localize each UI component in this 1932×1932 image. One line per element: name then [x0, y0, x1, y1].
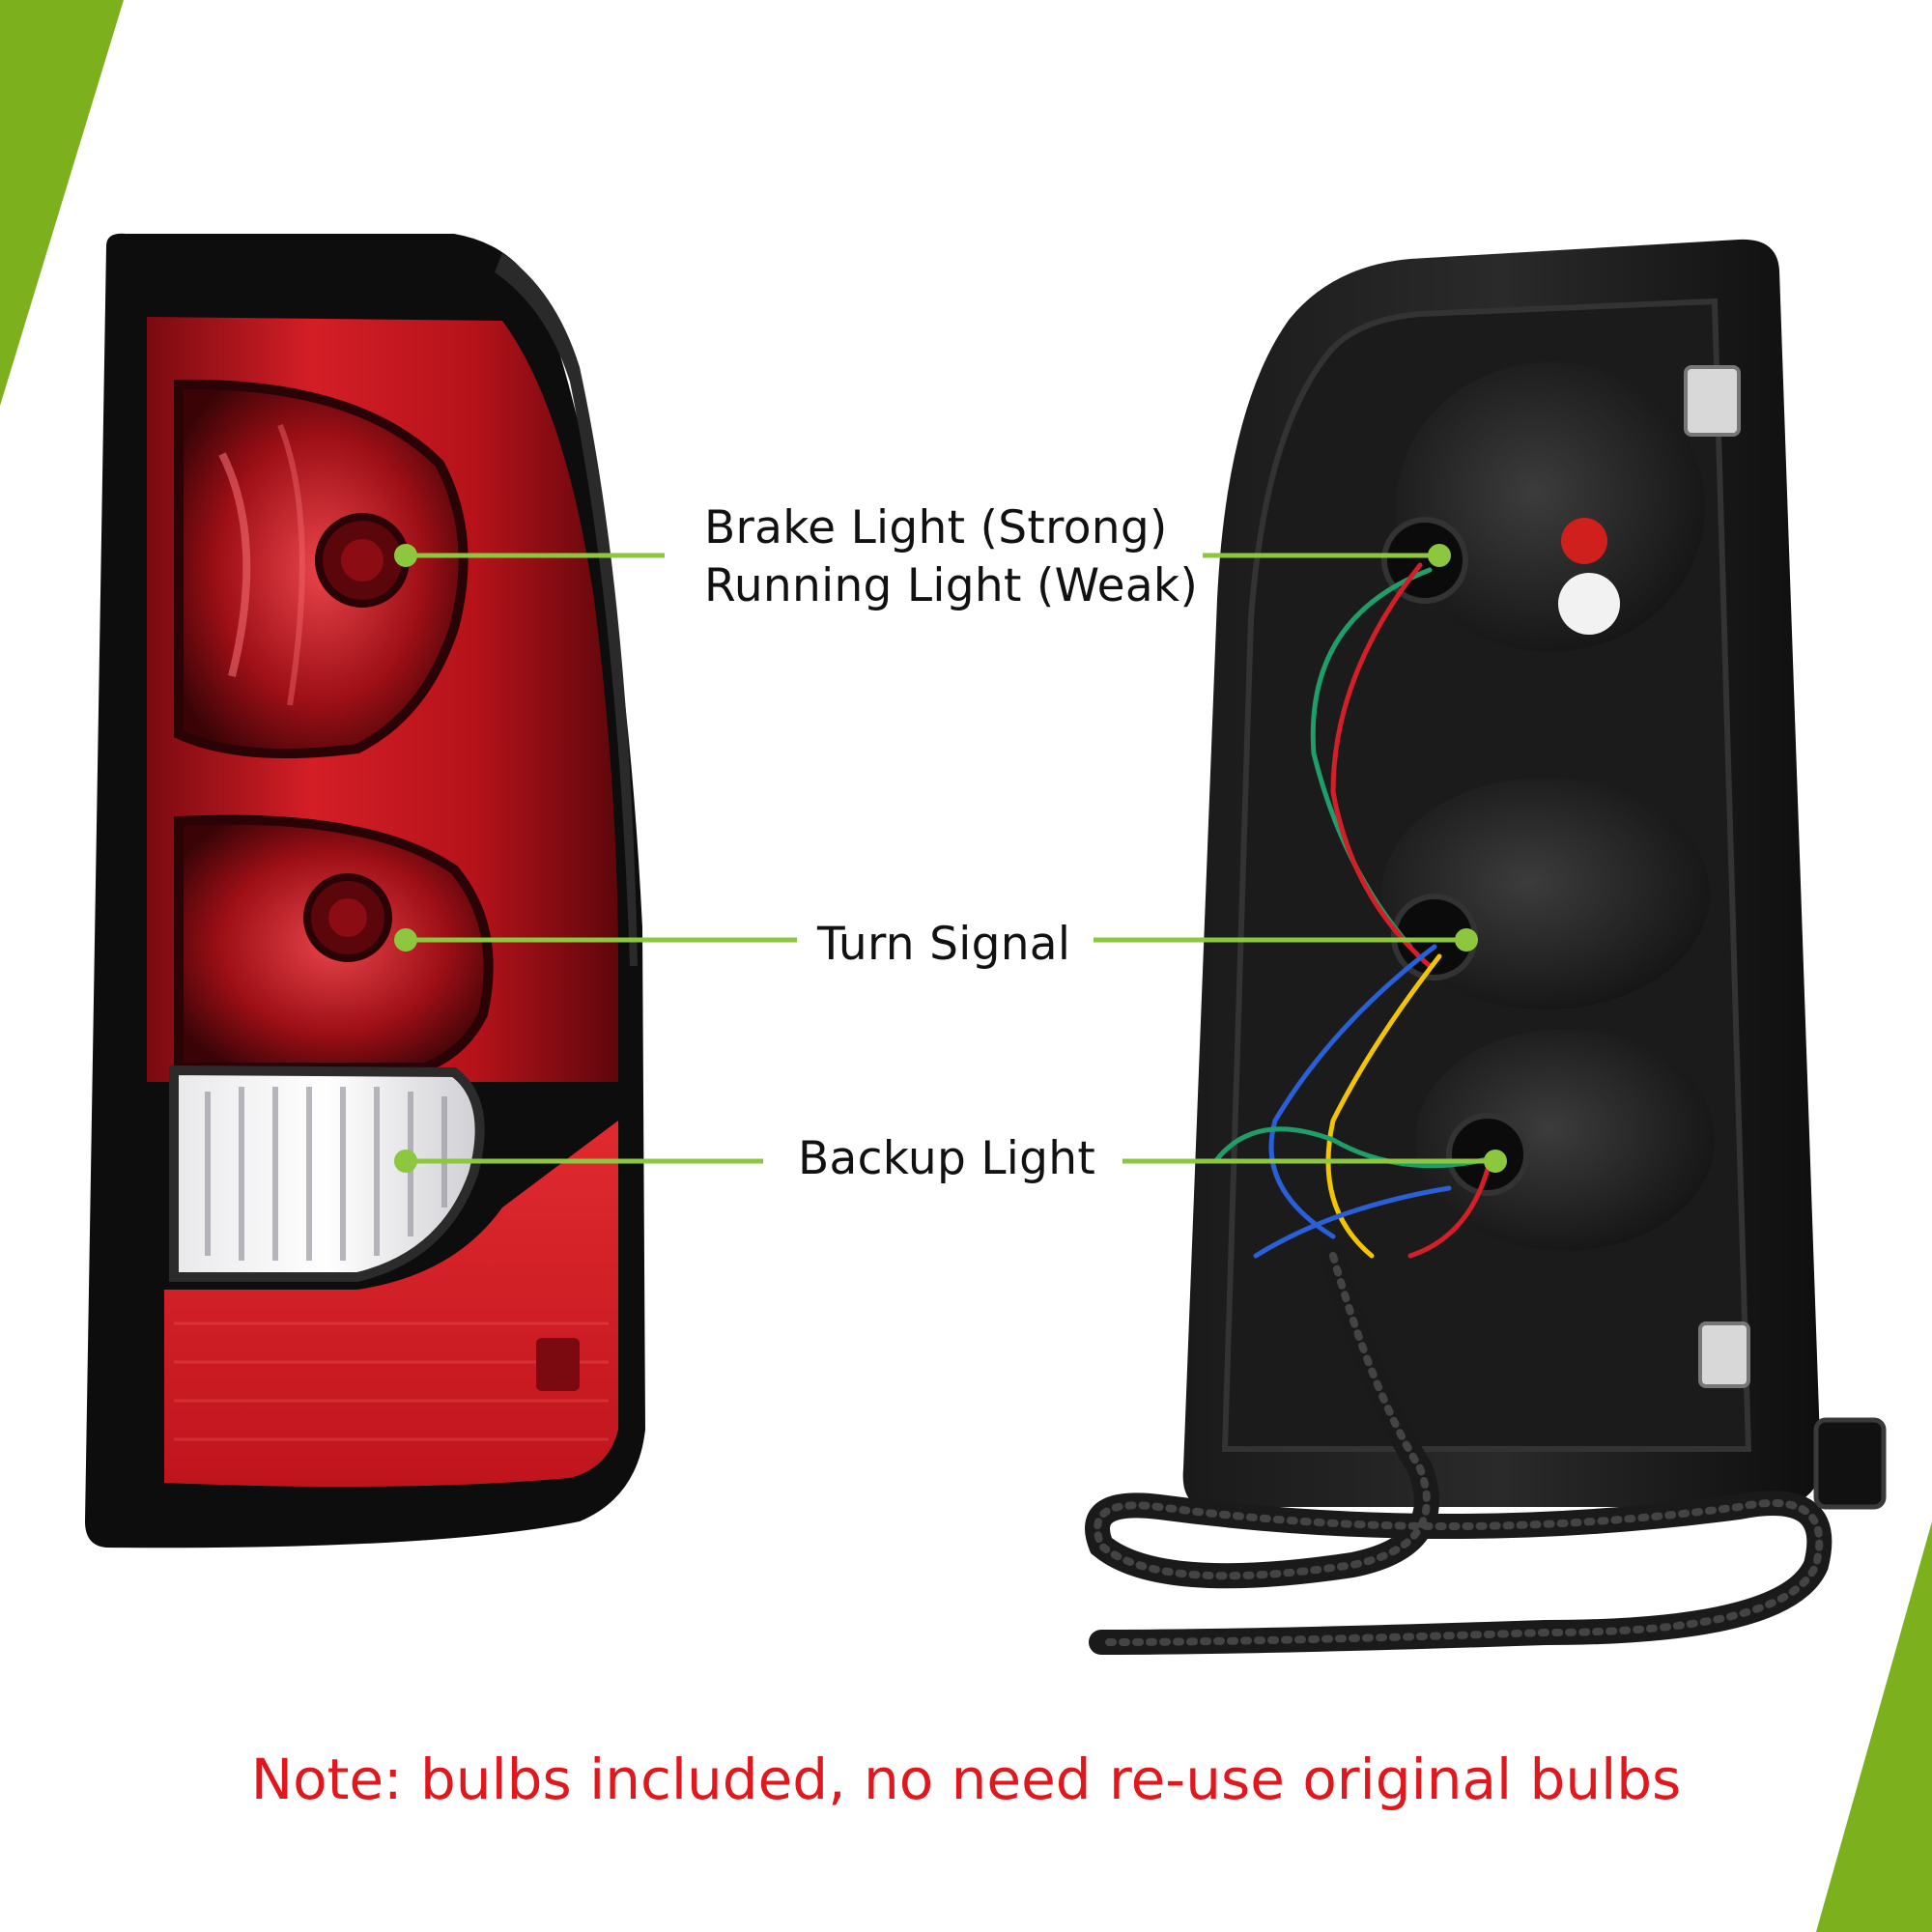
- backup-dot-back: [1484, 1150, 1507, 1173]
- backup-light-label: Backup Light: [798, 1132, 1096, 1185]
- upper-bulb-pod: [1396, 362, 1705, 652]
- backup-lens-ribs: [205, 1087, 447, 1261]
- tail-light-front-view: [85, 233, 645, 1548]
- mounting-clip-bottom: [1698, 1321, 1750, 1388]
- upper-socket: [1381, 517, 1468, 604]
- lower-lens-mount: [536, 1338, 580, 1391]
- green-corner-accent-top-left: [0, 0, 124, 406]
- turn-dot-back: [1455, 928, 1478, 952]
- turn-dot-front: [394, 928, 417, 952]
- turn-signal-label: Turn Signal: [817, 918, 1071, 971]
- harness-connector: [1813, 1417, 1887, 1510]
- backup-clear-lens: [169, 1065, 485, 1282]
- brake-light-label-line: Brake Light (Strong): [704, 501, 1168, 554]
- green-corner-accent-bottom-right: [1816, 1521, 1932, 1932]
- brake-dot-back: [1428, 544, 1451, 567]
- callout-lines: [406, 553, 1495, 1164]
- wire-harness-loom: [1085, 1243, 1833, 1655]
- front-housing-rim: [495, 253, 638, 966]
- brake-bulb-inner: [341, 539, 384, 582]
- brake-running-light-label: Brake Light (Strong) Running Light (Weak…: [704, 499, 1198, 615]
- callout-dots: [394, 544, 1507, 1173]
- r-sticker: [1561, 518, 1607, 564]
- mounting-clip-top: [1684, 365, 1741, 437]
- brake-dot-front: [394, 544, 417, 567]
- front-lens-lower: [164, 1121, 618, 1487]
- brake-reflector-streak: [277, 423, 305, 706]
- qc-sticker: [1558, 573, 1620, 635]
- turn-bulb-inner: [328, 898, 367, 937]
- bulbs-note: Note: bulbs included, no need re-use ori…: [250, 1747, 1682, 1812]
- backup-dot-front: [394, 1150, 417, 1173]
- brake-reflector-streak: [218, 452, 251, 677]
- running-light-label-line: Running Light (Weak): [704, 559, 1199, 612]
- wiring: [1214, 562, 1491, 1259]
